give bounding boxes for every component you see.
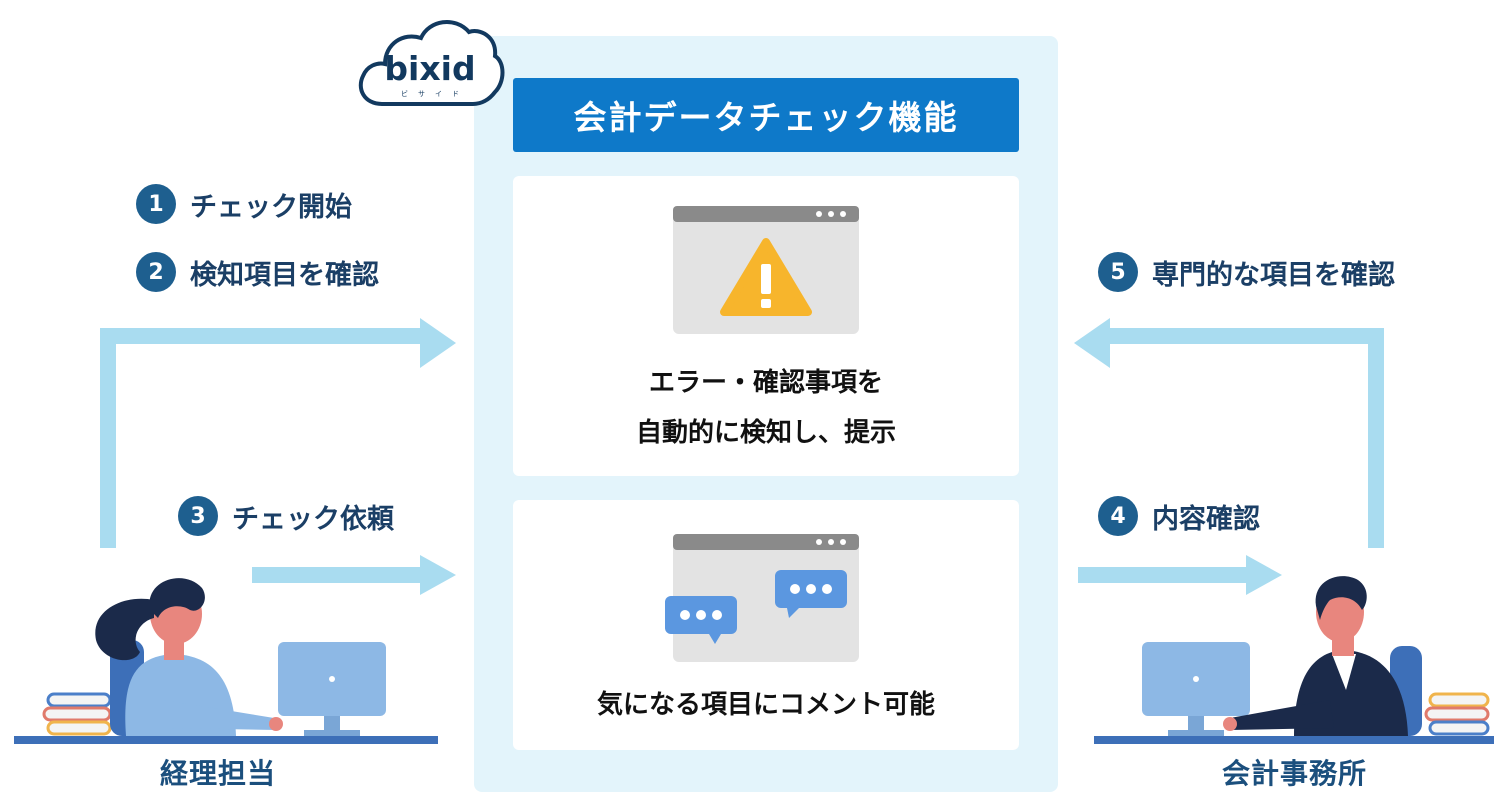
bixid-logo-cloud-icon: bixid ビサイド (358, 19, 505, 106)
step-5: 5 専門的な項目を確認 (1098, 252, 1395, 292)
step-label: 内容確認 (1152, 503, 1260, 535)
step-label: チェック開始 (190, 191, 352, 223)
comment-card: 気になる項目にコメント可能 (513, 500, 1019, 750)
step-label: チェック依頼 (232, 503, 394, 535)
label-accountant: 経理担当 (160, 757, 277, 790)
step-2: 2 検知項目を確認 (136, 252, 379, 292)
card-line: 自動的に検知し、提示 (635, 418, 896, 448)
step-number: 4 (1098, 496, 1138, 536)
step-label: 専門的な項目を確認 (1152, 259, 1395, 291)
warning-icon (720, 238, 812, 316)
page-title: 会計データチェック機能 (513, 78, 1019, 152)
step-label: 検知項目を確認 (190, 259, 379, 291)
step-number: 3 (178, 496, 218, 536)
chat-bubble-icon (665, 570, 847, 644)
card-line: エラー・確認事項を (648, 368, 883, 398)
card-line: 気になる項目にコメント可能 (596, 690, 935, 720)
logo-subtitle: ビサイド (401, 89, 469, 98)
books-icon (42, 692, 112, 736)
accounting-firm-illustration (1094, 576, 1494, 744)
step-number: 5 (1098, 252, 1138, 292)
step-3: 3 チェック依頼 (178, 496, 394, 536)
accountant-illustration (14, 578, 438, 744)
books-icon (1424, 692, 1490, 736)
error-detection-card: エラー・確認事項を 自動的に検知し、提示 (513, 176, 1019, 476)
label-accounting-firm: 会計事務所 (1222, 757, 1368, 790)
step-number: 1 (136, 184, 176, 224)
arrow-right-upper (1110, 328, 1384, 548)
step-1: 1 チェック開始 (136, 184, 352, 224)
logo-word: bixid (384, 49, 475, 88)
browser-window-icon (673, 206, 859, 334)
step-number: 2 (136, 252, 176, 292)
arrow-left-upper (100, 328, 420, 548)
step-4: 4 内容確認 (1098, 496, 1260, 536)
